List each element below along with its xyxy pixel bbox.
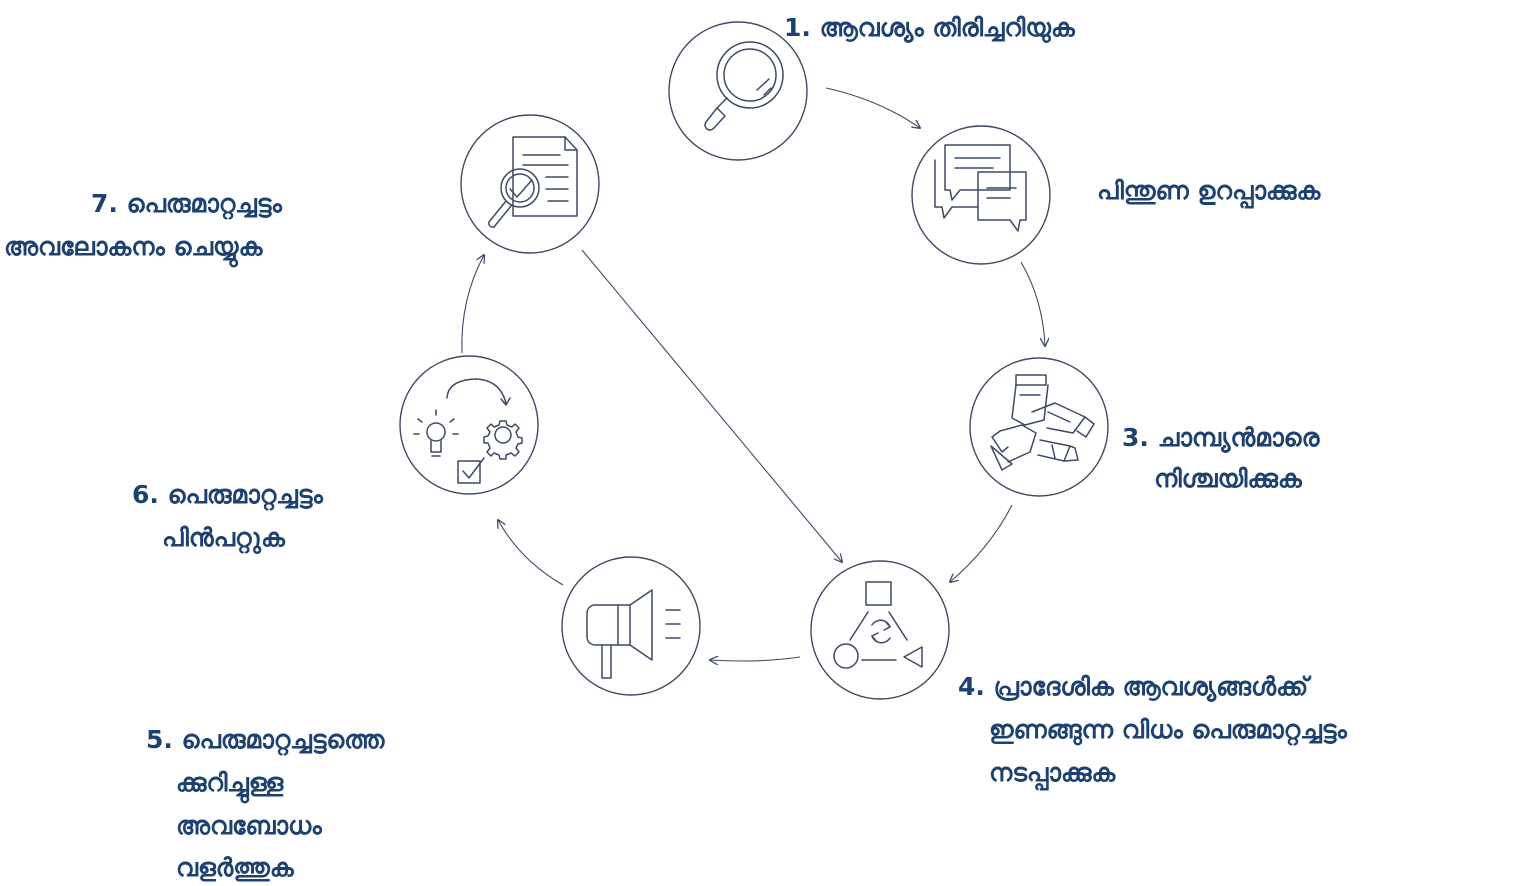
arrow-step5-to-step6: [498, 520, 564, 586]
step-5-circle: [561, 556, 701, 696]
step-3-label: 3. ചാമ്പ്യൻമാരെ നിശ്ചയിക്കുക: [1122, 423, 1328, 493]
arrow-step6-to-step7: [461, 255, 484, 354]
step-node-1: [668, 21, 808, 161]
document-review-icon: [488, 136, 578, 228]
step-3-label-line: നിശ്ചയിക്കുക: [1154, 464, 1303, 493]
arrow-step1-to-step2: [825, 87, 920, 128]
step-4-circle: [810, 560, 950, 700]
step-labels: 1. ആവശ്യം തിരിച്ചറിയുക പിന്തുണ ഉറപ്പാക്ക…: [4, 13, 1356, 882]
step-node-7: [460, 114, 600, 254]
connectors: [461, 87, 1045, 661]
step-1-label: 1. ആവശ്യം തിരിച്ചറിയുക: [784, 13, 1076, 44]
idea-to-action-icon: [413, 378, 523, 484]
step-6-label: 6. പെരുമാറ്റച്ചട്ടം പിൻപറ്റുക: [132, 480, 332, 555]
chat-bubbles-icon: [934, 144, 1027, 232]
step-node-5: [561, 556, 701, 696]
step-5-label-line: വളർത്തുക: [176, 853, 295, 882]
step-7-label-line: 7. പെരുമാറ്റച്ചട്ടം: [91, 189, 282, 221]
step-node-3: [969, 357, 1109, 497]
arrow-step3-to-step4: [950, 504, 1013, 582]
step-5-label: 5. പെരുമാറ്റച്ചട്ടത്തെ ക്കുറിച്ചുള്ള അവബ…: [146, 725, 393, 882]
step-7-label: 7. പെരുമാറ്റച്ചട്ടം അവലോകനം ചെയ്യുക: [4, 189, 291, 268]
step-4-label-line: 4. പ്രാദേശിക ആവശ്യങ്ങൾക്ക്: [958, 672, 1312, 702]
step-node-4: [810, 560, 950, 700]
step-node-6: [399, 355, 539, 495]
step-node-2: [911, 125, 1051, 265]
step-3-circle: [969, 357, 1109, 497]
arrow-step7-to-step4: [581, 249, 842, 562]
arrow-step4-to-step5: [710, 657, 801, 661]
step-7-label-line: അവലോകനം ചെയ്യുക: [4, 232, 264, 268]
step-2-label: പിന്തുണ ഉറപ്പാക്കുക: [1097, 176, 1321, 209]
step-4-label-line: നടപ്പാക്കുക: [989, 758, 1116, 791]
step-1-label-line: 1. ആവശ്യം തിരിച്ചറിയുക: [784, 13, 1076, 44]
magnifier-icon: [704, 41, 784, 131]
joined-hands-icon: [990, 374, 1095, 471]
megaphone-icon: [586, 589, 681, 679]
arrow-step2-to-step3: [1020, 261, 1045, 346]
step-4-label-line: ഇണങ്ങുന്ന വിധം പെരുമാറ്റച്ചട്ടം: [989, 715, 1347, 747]
step-6-circle: [399, 355, 539, 495]
step-6-label-line: 6. പെരുമാറ്റച്ചട്ടം: [132, 480, 323, 512]
shapes-cycle-icon: [833, 581, 923, 669]
step-1-circle: [668, 21, 808, 161]
step-3-label-line: 3. ചാമ്പ്യൻമാരെ: [1122, 423, 1320, 453]
step-4-label: 4. പ്രാദേശിക ആവശ്യങ്ങൾക്ക് ഇണങ്ങുന്ന വിധ…: [958, 672, 1356, 791]
step-2-circle: [911, 125, 1051, 265]
step-5-label-line: ക്കുറിച്ചുള്ള: [176, 768, 284, 804]
step-6-label-line: പിൻപറ്റുക: [162, 523, 286, 555]
step-5-label-line: അവബോധം: [176, 811, 322, 840]
step-5-label-line: 5. പെരുമാറ്റച്ചട്ടത്തെ: [146, 725, 385, 757]
step-7-circle: [460, 114, 600, 254]
step-2-label-line: പിന്തുണ ഉറപ്പാക്കുക: [1097, 176, 1321, 209]
